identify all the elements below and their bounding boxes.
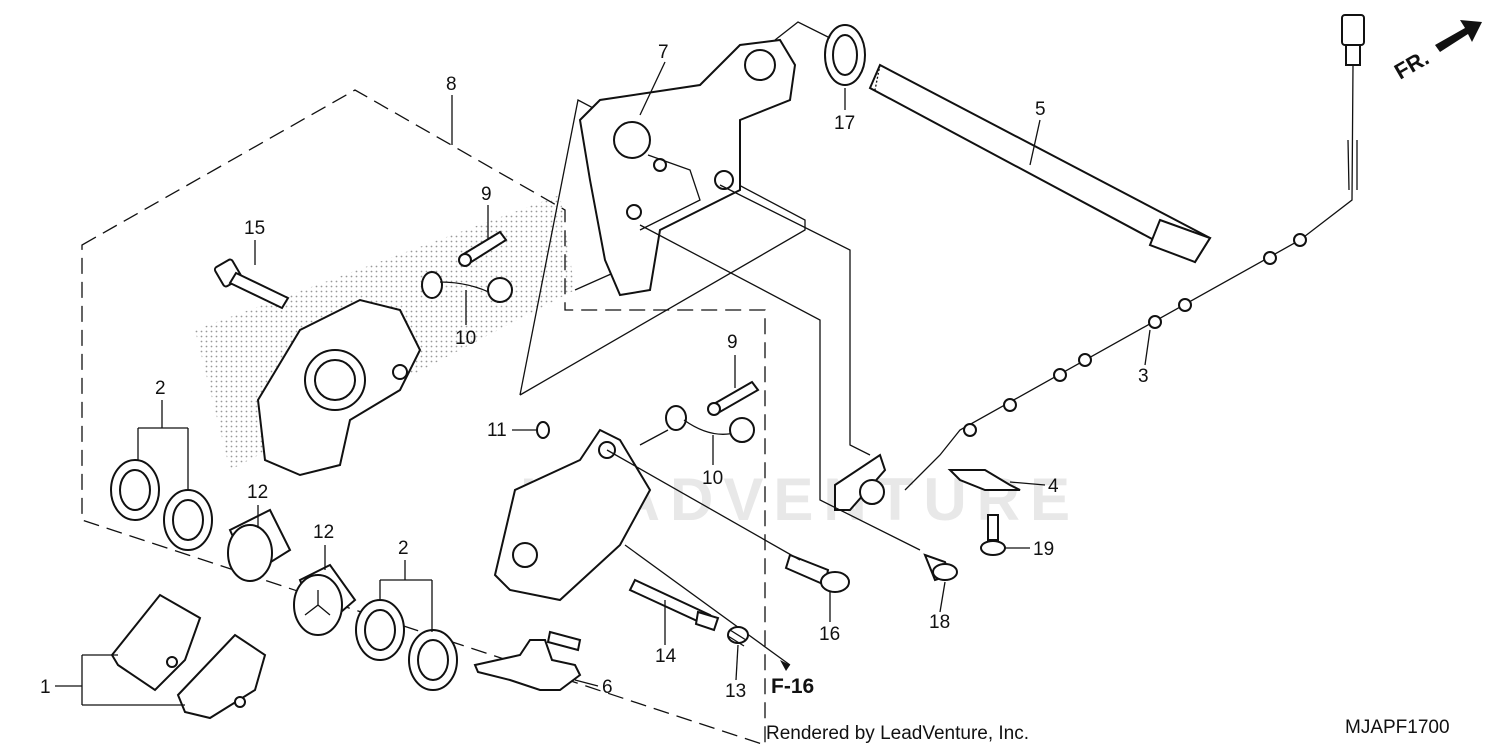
callout-9a: 9 [481, 184, 492, 205]
bleeder-cap-lower [665, 405, 755, 443]
footer-credit: Rendered by LeadVenture, Inc. [766, 723, 1029, 744]
piston-seal-b [163, 489, 213, 551]
front-direction-indicator: FR. [1390, 20, 1482, 84]
callout-16: 16 [819, 624, 840, 645]
piston-seal-c [355, 599, 405, 661]
leader-bracket-sensor [719, 184, 871, 456]
bleeder-lower [707, 380, 760, 416]
callout-18: 18 [929, 612, 950, 633]
assembly-outline [81, 89, 766, 746]
callout-10a: 10 [455, 328, 476, 349]
bolt-18 [923, 553, 958, 582]
brake-pad-b [176, 633, 267, 720]
leader-ref [624, 544, 791, 666]
callout-14: 14 [655, 646, 677, 667]
caliper-bracket-axle [868, 63, 1212, 264]
bracket-box [519, 99, 806, 396]
callout-leaders [55, 61, 1151, 706]
callout-10b: 10 [702, 468, 723, 489]
piston-a [227, 508, 292, 582]
callout-13: 13 [725, 681, 746, 702]
callout-11: 11 [487, 420, 507, 441]
diagram-code: MJAPF1700 [1345, 717, 1450, 738]
bolt-15 [213, 258, 290, 310]
callout-6: 6 [602, 677, 613, 698]
callout-3: 3 [1138, 366, 1149, 387]
pin-14 [628, 578, 720, 632]
reference-label: F-16 [771, 675, 814, 698]
bleeder-cap-upper [421, 271, 513, 303]
callout-1: 1 [40, 677, 51, 698]
callout-7: 7 [658, 42, 669, 63]
leader-10-lower [639, 429, 669, 446]
callout-8: 8 [446, 74, 457, 95]
caliper-body-upper [256, 298, 422, 477]
piston-seal-a [110, 459, 160, 521]
leader-bracket-18 [639, 224, 921, 551]
piston-b [293, 563, 357, 636]
callout-2a: 2 [155, 378, 166, 399]
caliper-body-lower [493, 428, 652, 602]
rear-brake-bracket [578, 38, 797, 297]
callout-12a: 12 [247, 482, 268, 503]
callout-12b: 12 [313, 522, 334, 543]
callout-15: 15 [244, 218, 265, 239]
piston-seal-d [408, 629, 458, 691]
leader-16-line [606, 449, 801, 561]
cable-clip [947, 469, 1021, 491]
callout-9b: 9 [727, 332, 738, 353]
speed-sensor-cable [834, 14, 1365, 511]
bolt-16 [784, 553, 850, 593]
ref-arrow [780, 660, 790, 671]
brake-pad-a [110, 593, 202, 692]
fr-label: FR. [1390, 45, 1433, 84]
pad-spring [473, 639, 582, 691]
leader-17 [774, 21, 831, 41]
plug-13 [727, 626, 749, 647]
callout-2b: 2 [398, 538, 409, 559]
pad-spring-tab [546, 630, 582, 652]
callout-17: 17 [834, 113, 855, 134]
callout-19: 19 [1033, 539, 1054, 560]
callout-4: 4 [1048, 476, 1059, 497]
callout-5: 5 [1035, 99, 1046, 120]
seal-17 [824, 24, 866, 86]
nut-11 [536, 421, 550, 439]
bleeder-upper [458, 230, 508, 267]
